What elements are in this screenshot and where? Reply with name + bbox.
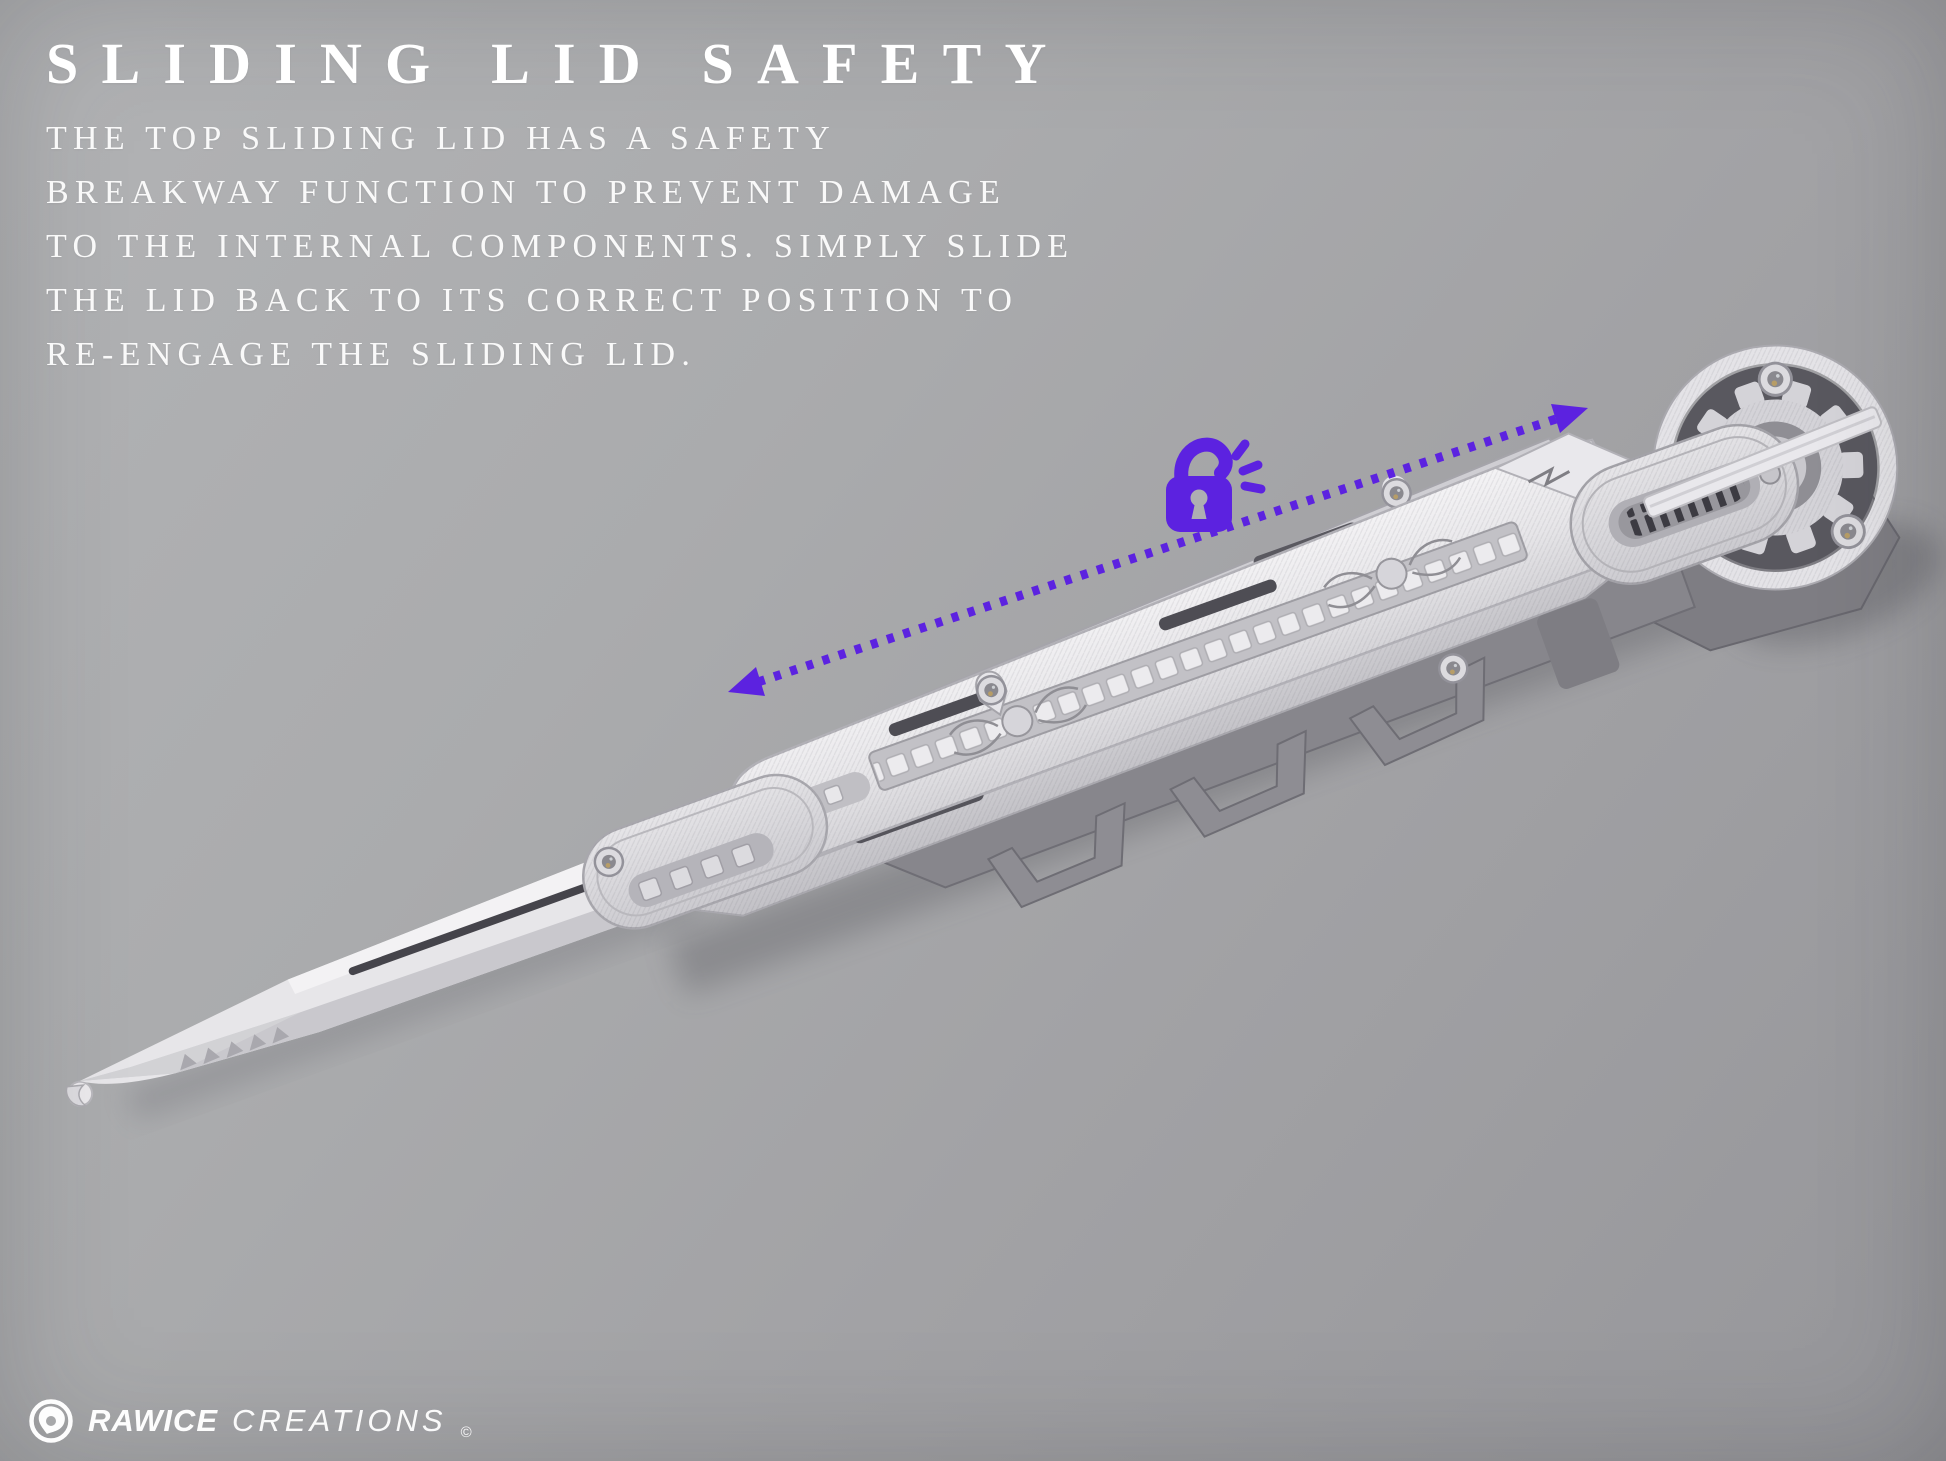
page-title: SLIDING LID SAFETY xyxy=(46,31,1070,96)
gear-cross-bar xyxy=(1643,406,1883,518)
brand-name: RAWICE xyxy=(88,1403,218,1438)
arrowhead-right xyxy=(1551,404,1588,433)
blade-serrations xyxy=(180,1026,290,1071)
hidden-blade-device xyxy=(65,344,1941,1120)
lid-slot xyxy=(888,685,1007,737)
rack-channel xyxy=(868,521,1528,791)
blade-hook xyxy=(65,1084,88,1107)
frame-leg xyxy=(1537,598,1620,689)
lid-slot xyxy=(1158,579,1277,631)
body-copy: THE TOP SLIDING LID HAS A SAFETY BREAKWA… xyxy=(46,112,1074,382)
body-line: THE LID BACK TO ITS CORRECT POSITION TO xyxy=(46,282,1019,319)
slide-direction-arrow xyxy=(728,404,1588,696)
sliding-lid xyxy=(727,432,1649,865)
click-marks xyxy=(1231,439,1266,494)
arrowhead-left xyxy=(728,667,765,696)
body-line: TO THE INTERNAL COMPONENTS. SIMPLY SLIDE xyxy=(46,228,1075,265)
lid-ornament xyxy=(948,538,1462,756)
copyright-mark: © xyxy=(460,1424,472,1441)
lid-accent-notch xyxy=(1527,466,1571,488)
brand-logo: RAWICE CREATIONS © xyxy=(28,1398,472,1444)
cap-studs xyxy=(637,843,756,902)
brand-suffix: CREATIONS xyxy=(232,1403,447,1438)
body-line: RE-ENGAGE THE SLIDING LID. xyxy=(46,336,697,373)
unlocked-padlock-icon xyxy=(1166,437,1266,532)
end-cap xyxy=(582,773,829,930)
body-line: BREAKWAY FUNCTION TO PREVENT DAMAGE xyxy=(46,174,1007,211)
body-line: THE TOP SLIDING LID HAS A SAFETY xyxy=(46,120,837,157)
reel-emblem-icon xyxy=(29,1399,73,1443)
blade xyxy=(65,832,686,1107)
